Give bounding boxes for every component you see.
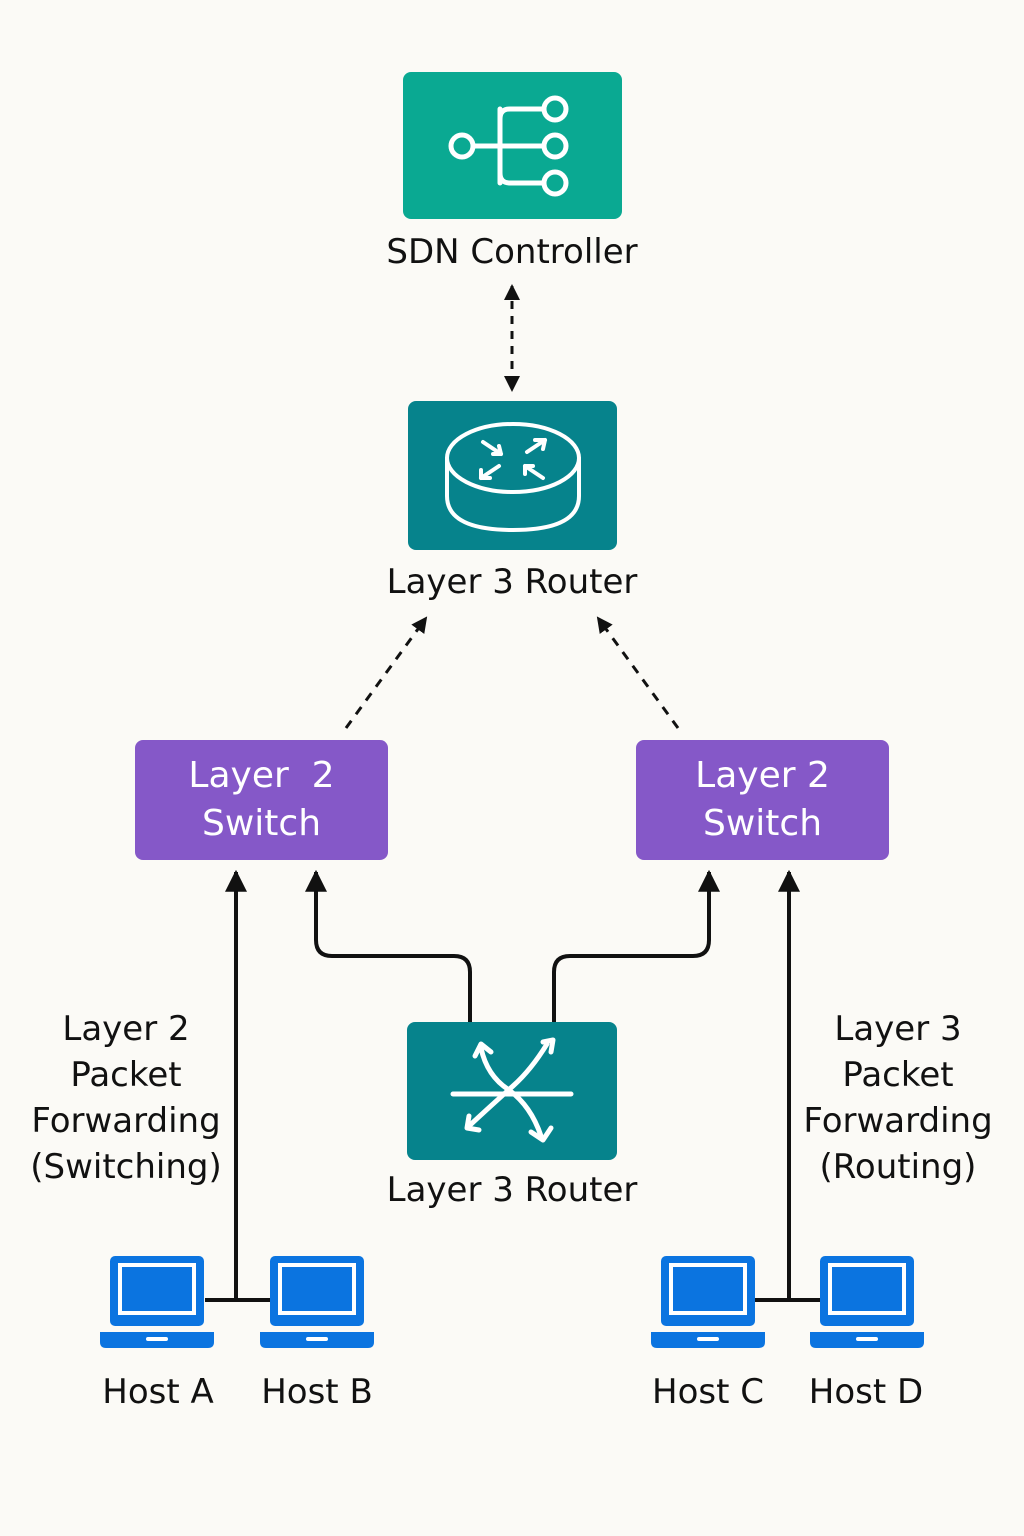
laptop-icon — [810, 1256, 924, 1348]
router-icon — [444, 421, 581, 532]
host-d-label: Host D — [808, 1372, 924, 1412]
host-b-label: Host B — [261, 1372, 373, 1412]
layer2-forwarding-note: Layer 2 Packet Forwarding (Switching) — [30, 1009, 222, 1187]
host-a-label: Host A — [102, 1372, 214, 1412]
right-switch-line1: Layer 2 — [695, 755, 830, 796]
host-a-laptop[interactable] — [100, 1252, 214, 1352]
top-router-label: Layer 3 Router — [386, 562, 638, 602]
center-router-right-switch-link — [552, 869, 720, 1022]
sdn-controller-label: SDN Controller — [386, 232, 638, 272]
laptop-icon — [260, 1256, 374, 1348]
laptop-icon — [651, 1256, 765, 1348]
host-d-laptop[interactable] — [810, 1252, 924, 1352]
sdn-controller-node[interactable] — [403, 72, 622, 219]
crossing-arrows-icon — [450, 1037, 574, 1143]
left-switch-node[interactable]: Layer 2 Switch — [135, 740, 388, 860]
host-b-laptop[interactable] — [260, 1252, 374, 1352]
host-c-label: Host C — [652, 1372, 764, 1412]
left-switch-line1: Layer 2 — [188, 755, 335, 796]
layer3-forwarding-note: Layer 3 Packet Forwarding (Routing) — [803, 1009, 993, 1187]
center-router-node[interactable] — [407, 1022, 617, 1160]
hierarchy-tree-icon — [448, 95, 568, 196]
center-router-label: Layer 3 Router — [386, 1170, 638, 1210]
laptop-icon — [100, 1256, 214, 1348]
right-switch-line2: Switch — [702, 803, 823, 844]
host-c-laptop[interactable] — [651, 1252, 765, 1352]
left-switch-line2: Switch — [201, 803, 322, 844]
center-router-left-switch-link — [305, 869, 472, 1022]
right-switch-router-link — [596, 616, 680, 729]
right-switch-node[interactable]: Layer 2 Switch — [636, 740, 889, 860]
top-router-node[interactable] — [408, 401, 617, 550]
left-switch-router-link — [344, 616, 428, 729]
